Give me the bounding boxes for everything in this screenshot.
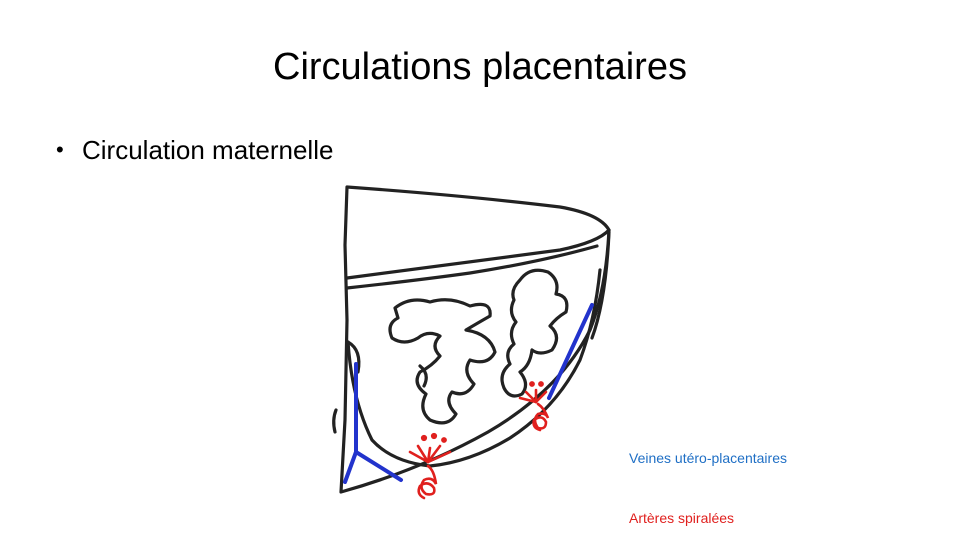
bullet-list: • Circulation maternelle: [56, 130, 333, 170]
artery-droplet: [420, 434, 428, 442]
villous-tree: [388, 298, 497, 425]
decidual-septum: [346, 340, 361, 374]
artery-spray: [534, 390, 548, 404]
villous-tree: [500, 268, 569, 398]
villous-tree: [418, 364, 428, 388]
bullet-text: Circulation maternelle: [82, 135, 334, 165]
artery-spray: [408, 450, 430, 464]
slide-title: Circulations placentaires: [273, 46, 687, 88]
chorionic-plate-inner: [345, 244, 599, 290]
spiral-artery-right: [532, 402, 550, 432]
placenta-right-edge: [590, 230, 611, 340]
vein-right: [547, 303, 594, 400]
artery-droplet: [538, 381, 544, 387]
artery-spray: [518, 396, 538, 404]
legend-arteries-label: Artères spiralées: [629, 510, 735, 526]
basal-plate: [346, 268, 602, 468]
bullet-item: • Circulation maternelle: [56, 130, 333, 170]
artery-droplet: [441, 437, 447, 443]
artery-spray: [426, 444, 442, 464]
vein-left-branch-b: [354, 450, 403, 482]
edge-mark: [332, 408, 338, 434]
artery-spray: [426, 450, 452, 464]
chorionic-plate: [345, 228, 611, 280]
spiral-artery-left: [417, 464, 438, 500]
artery-droplet: [529, 381, 535, 387]
artery-spray: [416, 444, 430, 464]
legend-veins-label: Veines utéro-placentaires: [629, 450, 787, 466]
placenta-outer-outline: [339, 185, 611, 494]
artery-droplet: [430, 432, 438, 440]
placenta-cross-section-drawing: [332, 185, 611, 500]
vein-left-branch-a: [343, 450, 358, 484]
bullet-dot-icon: •: [56, 137, 64, 162]
